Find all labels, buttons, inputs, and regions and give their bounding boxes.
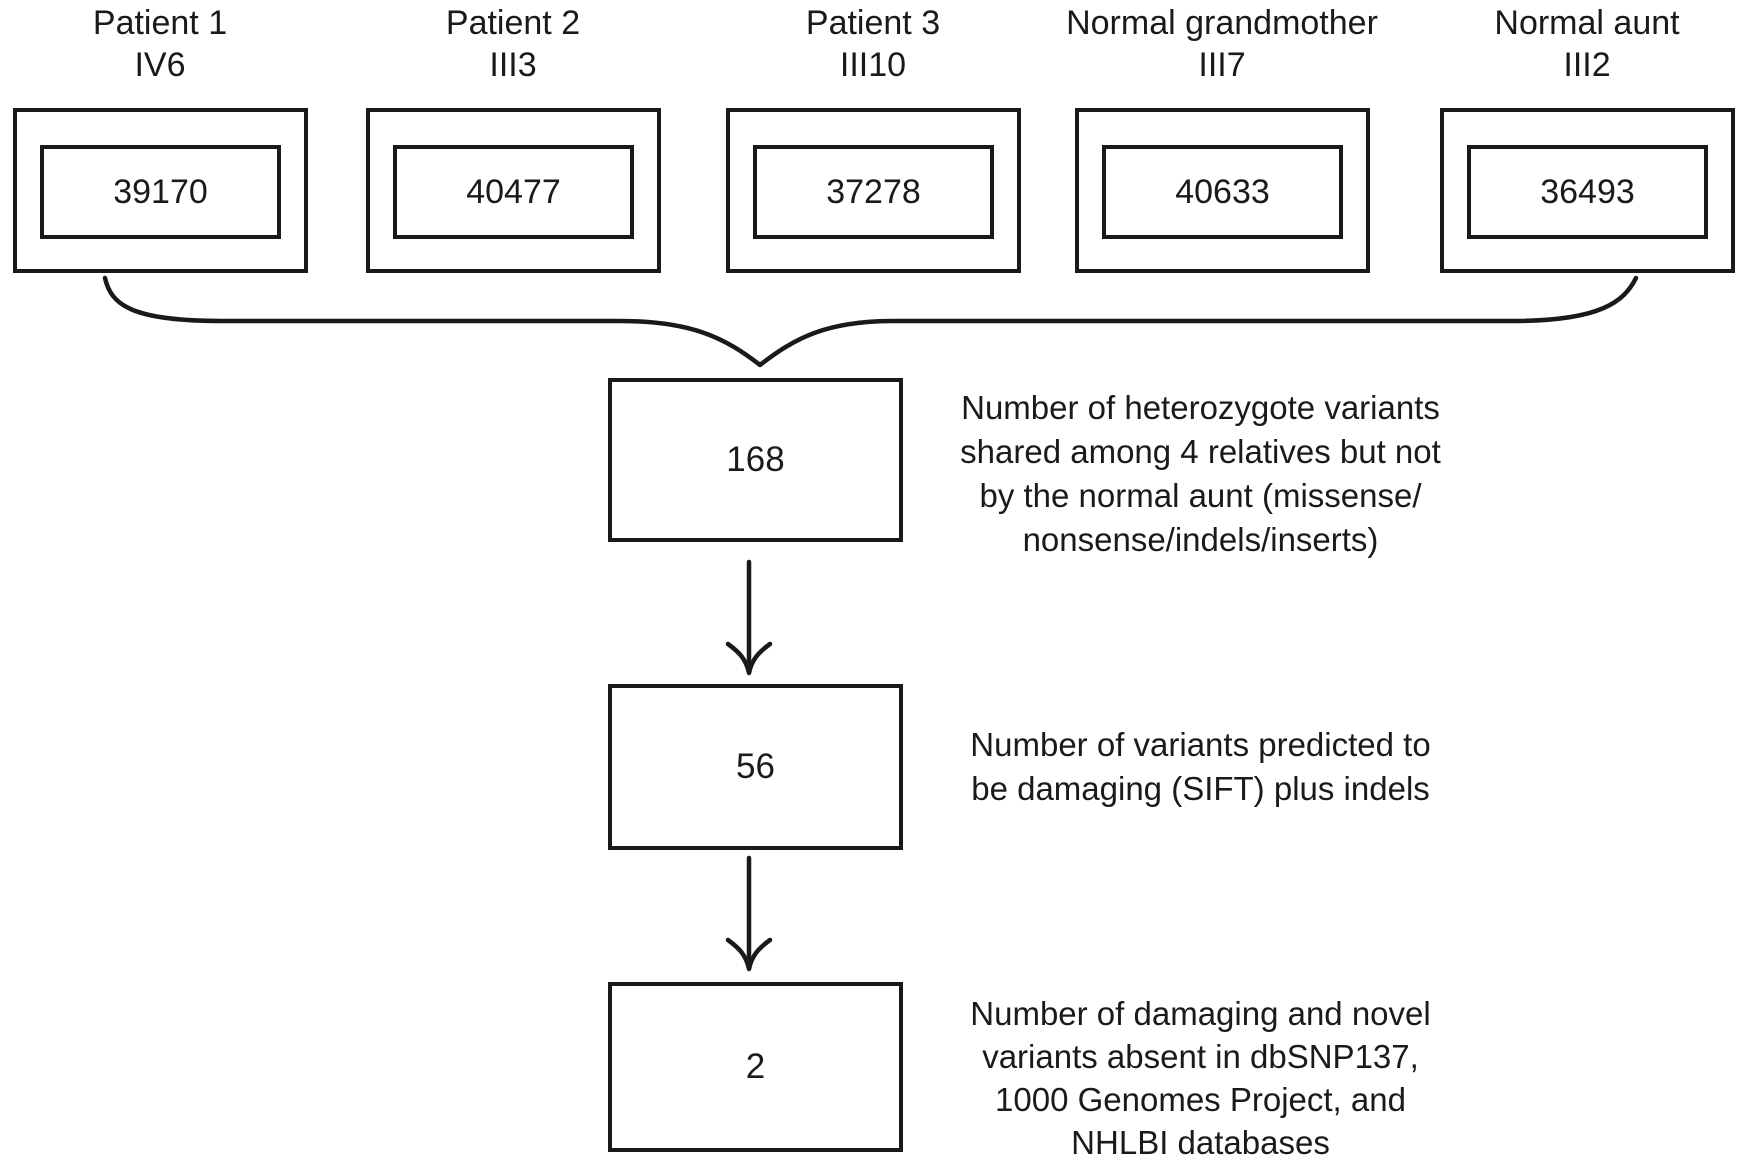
variant-count-value: 37278 xyxy=(826,172,921,211)
sample-column: Normal aunt III2 36493 xyxy=(1440,0,1735,273)
patient-label: Patient 2 xyxy=(445,4,581,42)
note-line: Number of variants predicted to xyxy=(970,726,1431,763)
note-line: variants absent in dbSNP137, xyxy=(982,1038,1419,1075)
pedigree-id-label: III10 xyxy=(839,46,907,84)
patient-label: Normal aunt xyxy=(1494,4,1680,42)
variant-count-value: 39170 xyxy=(113,172,208,211)
pedigree-id-label: III7 xyxy=(1198,46,1246,84)
flow-step-value: 2 xyxy=(745,1047,766,1086)
flow-step-box: 56 xyxy=(608,684,903,850)
note-line: nonsense/indels/inserts) xyxy=(1022,521,1379,558)
sample-label: Patient 3 III10 xyxy=(653,2,1093,86)
sample-label: Normal grandmother III7 xyxy=(1002,2,1442,86)
converging-brace-connector xyxy=(102,275,1639,368)
flow-step-value: 168 xyxy=(726,440,785,479)
variant-count-value: 36493 xyxy=(1540,172,1635,211)
sample-column: Normal grandmother III7 40633 xyxy=(1066,0,1378,273)
variant-count-outer-box: 37278 xyxy=(726,108,1021,273)
variant-count-box: 37278 xyxy=(753,145,994,239)
variant-count-outer-box: 39170 xyxy=(13,108,308,273)
flow-step-value: 56 xyxy=(736,747,775,786)
note-line: 1000 Genomes Project, and xyxy=(995,1081,1406,1118)
note-line: be damaging (SIFT) plus indels xyxy=(971,770,1430,807)
pedigree-id-label: IV6 xyxy=(134,46,186,84)
sample-column: Patient 1 IV6 39170 xyxy=(13,0,308,273)
flow-step-box: 2 xyxy=(608,982,903,1152)
patient-label: Normal grandmother xyxy=(1066,4,1378,42)
flow-step-note: Number of heterozygote variants shared a… xyxy=(938,386,1463,562)
variant-count-value: 40633 xyxy=(1175,172,1270,211)
pedigree-id-label: III2 xyxy=(1563,46,1611,84)
variant-count-value: 40477 xyxy=(466,172,561,211)
patient-label: Patient 1 xyxy=(92,4,228,42)
flow-step-note: Number of variants predicted to be damag… xyxy=(938,723,1463,811)
note-line: by the normal aunt (missense/ xyxy=(979,477,1422,514)
arrow-down-icon xyxy=(725,641,773,676)
variant-count-box: 40477 xyxy=(393,145,634,239)
sample-column: Patient 3 III10 37278 xyxy=(726,0,1021,273)
pedigree-id-label: III3 xyxy=(489,46,537,84)
variant-count-outer-box: 40633 xyxy=(1075,108,1370,273)
variant-count-outer-box: 36493 xyxy=(1440,108,1735,273)
arrow-down-icon xyxy=(725,937,773,972)
variant-count-outer-box: 40477 xyxy=(366,108,661,273)
sample-column: Patient 2 III3 40477 xyxy=(366,0,661,273)
note-line: Number of damaging and novel xyxy=(970,995,1431,1032)
flow-step-box: 168 xyxy=(608,378,903,542)
note-line: NHLBI databases xyxy=(1071,1124,1330,1161)
sample-label: Patient 2 III3 xyxy=(293,2,733,86)
flow-step-note: Number of damaging and novel variants ab… xyxy=(938,992,1463,1164)
note-line: shared among 4 relatives but not xyxy=(960,433,1441,470)
patient-label: Patient 3 xyxy=(805,4,941,42)
variant-count-box: 40633 xyxy=(1102,145,1343,239)
variant-count-box: 39170 xyxy=(40,145,281,239)
variant-count-box: 36493 xyxy=(1467,145,1708,239)
sample-label: Patient 1 IV6 xyxy=(0,2,380,86)
sample-label: Normal aunt III2 xyxy=(1367,2,1748,86)
note-line: Number of heterozygote variants xyxy=(961,389,1440,426)
